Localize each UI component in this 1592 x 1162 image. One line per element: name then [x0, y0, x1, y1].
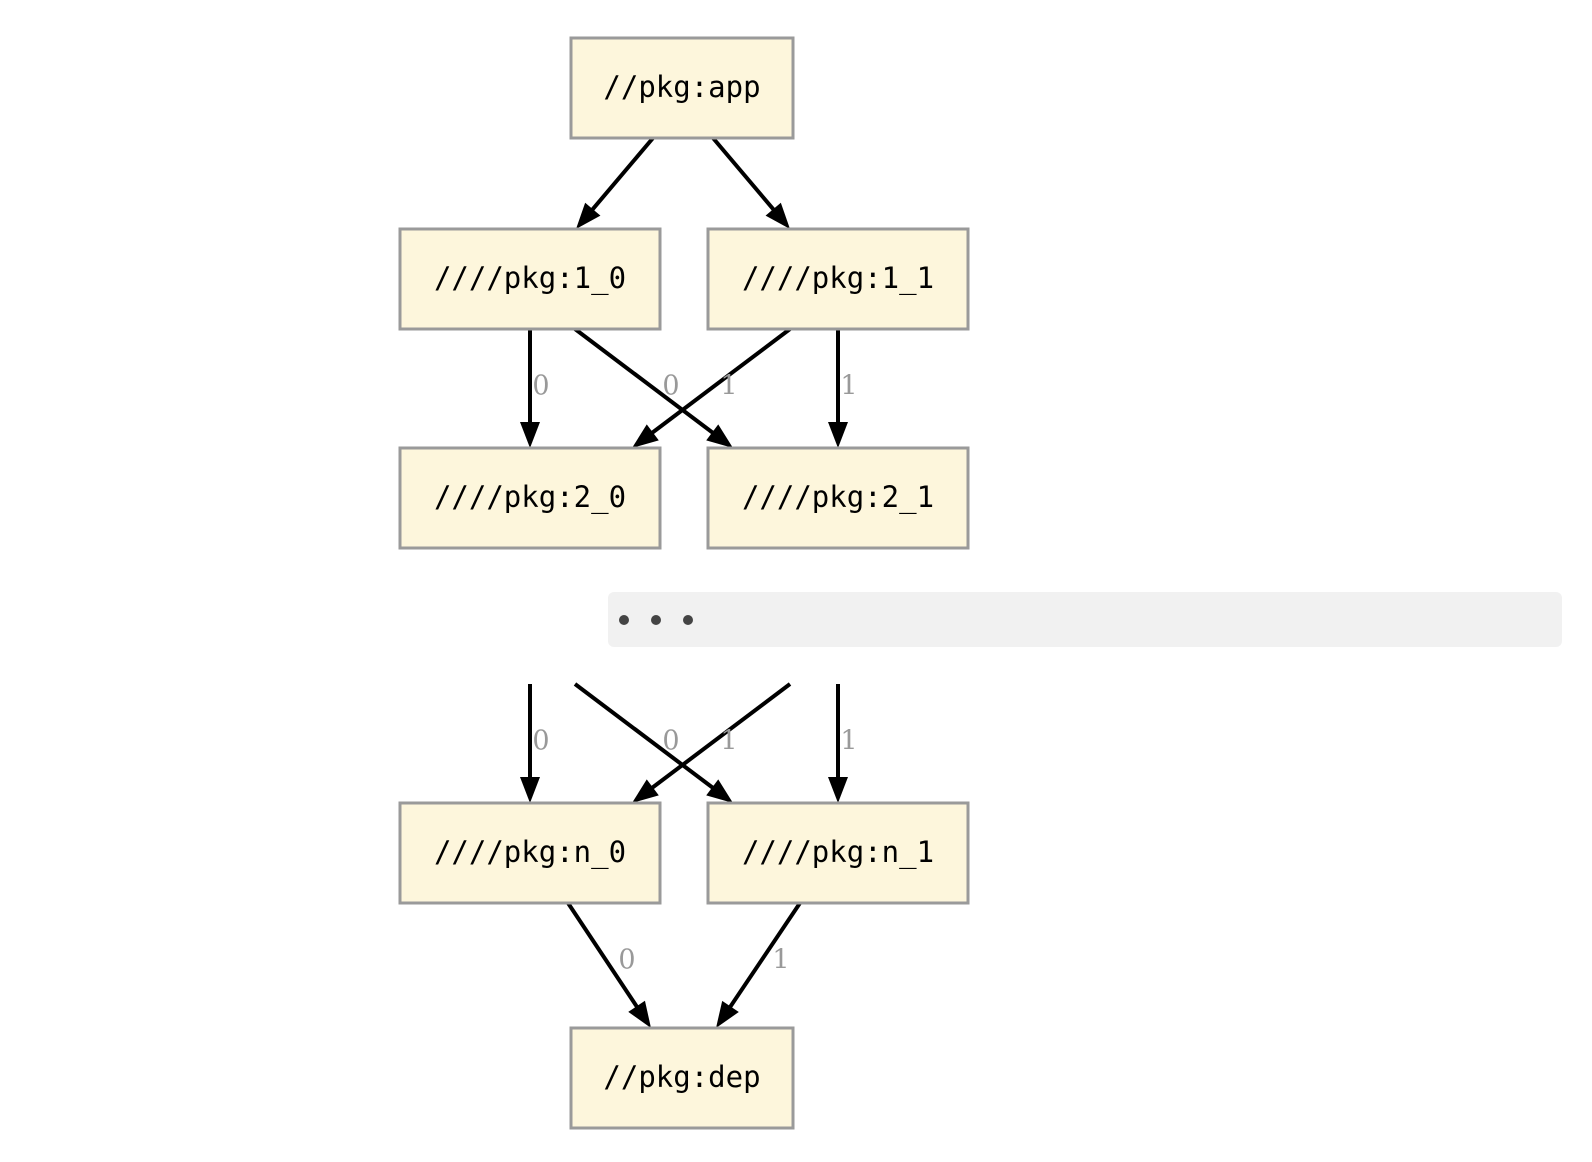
- edge-e-app-1_1: [711, 136, 790, 229]
- node-label: ////pkg:2_0: [434, 480, 626, 515]
- edge-label: 0: [662, 371, 679, 402]
- edge-arrowhead: [520, 422, 540, 448]
- edge-e-1_0-2_1: 0: [573, 327, 733, 448]
- edge-arrowhead: [716, 1000, 739, 1028]
- edge-line: [566, 901, 641, 1011]
- node-n1_1[interactable]: ////pkg:1_1: [706, 227, 970, 331]
- edge-e-1_1-2_0: 1: [632, 327, 792, 448]
- node-label: //pkg:app: [603, 70, 760, 104]
- edge-line: [573, 682, 717, 792]
- node-n2_0[interactable]: ////pkg:2_0: [398, 446, 662, 550]
- node-label: ////pkg:1_1: [742, 261, 934, 296]
- edge-e-y-n_0: 1: [632, 682, 792, 803]
- edge-label: 1: [720, 726, 737, 757]
- edge-e-1_0-2_0: 0: [520, 329, 550, 448]
- edge-line: [573, 327, 717, 437]
- edge-e-app-1_0: [576, 136, 655, 229]
- ellipsis-dot-1: [651, 615, 661, 625]
- edge-e-y-n_1: 1: [828, 684, 858, 803]
- edge-label: 1: [772, 945, 789, 976]
- node-box[interactable]: [569, 1026, 795, 1130]
- node-box[interactable]: [569, 36, 795, 140]
- edge-label: 0: [532, 726, 549, 757]
- edge-label: 0: [662, 726, 679, 757]
- node-box[interactable]: [398, 446, 662, 550]
- ellipsis-band: [608, 592, 1562, 647]
- node-box[interactable]: [706, 801, 970, 905]
- edge-label: 1: [720, 371, 737, 402]
- edge-arrowhead: [706, 424, 733, 448]
- edge-e-x-n_1: 0: [573, 682, 733, 803]
- edges-layer: 0 0 1 1 0 0 1 1 0 1: [520, 136, 858, 1028]
- node-label: ////pkg:2_1: [742, 480, 934, 515]
- node-n1_0[interactable]: ////pkg:1_0: [398, 227, 662, 331]
- edge-label: 0: [532, 371, 549, 402]
- node-label: ////pkg:1_0: [434, 261, 626, 296]
- node-n2_1[interactable]: ////pkg:2_1: [706, 446, 970, 550]
- edge-e-n_1-dep: 1: [716, 901, 802, 1028]
- node-box[interactable]: [706, 446, 970, 550]
- edge-line: [648, 327, 792, 437]
- edge-arrowhead: [632, 424, 659, 448]
- edge-arrowhead: [765, 202, 790, 229]
- node-nn_0[interactable]: ////pkg:n_0: [398, 801, 662, 905]
- node-box[interactable]: [706, 227, 970, 331]
- node-label: //pkg:dep: [603, 1060, 760, 1094]
- edge-label: 1: [840, 371, 857, 402]
- edge-arrowhead: [828, 777, 848, 803]
- edge-arrowhead: [706, 779, 733, 803]
- edge-arrowhead: [828, 422, 848, 448]
- nodes-layer: //pkg:app ////pkg:1_0 ////pkg:1_1 ////pkg:2…: [398, 36, 970, 1130]
- edge-line: [588, 136, 655, 214]
- ellipsis-dot-2: [683, 615, 693, 625]
- edge-arrowhead: [628, 1000, 651, 1028]
- node-label: ////pkg:n_1: [742, 835, 934, 870]
- edge-e-1_1-2_1: 1: [828, 329, 858, 448]
- node-label: ////pkg:n_0: [434, 835, 626, 870]
- ellipsis-separator: [608, 592, 1562, 647]
- edge-arrowhead: [632, 779, 659, 803]
- node-box[interactable]: [398, 801, 662, 905]
- edge-label: 1: [840, 726, 857, 757]
- edge-line: [726, 901, 802, 1011]
- node-nn_1[interactable]: ////pkg:n_1: [706, 801, 970, 905]
- edge-arrowhead: [576, 202, 601, 229]
- node-dep[interactable]: //pkg:dep: [569, 1026, 795, 1130]
- edge-e-n_0-dep: 0: [566, 901, 651, 1028]
- edge-arrowhead: [520, 777, 540, 803]
- edge-line: [648, 682, 792, 792]
- edge-line: [711, 136, 778, 214]
- node-app[interactable]: //pkg:app: [569, 36, 795, 140]
- edge-label: 0: [618, 945, 635, 976]
- edge-e-x-n_0: 0: [520, 684, 550, 803]
- ellipsis-dot-0: [619, 615, 629, 625]
- node-box[interactable]: [398, 227, 662, 331]
